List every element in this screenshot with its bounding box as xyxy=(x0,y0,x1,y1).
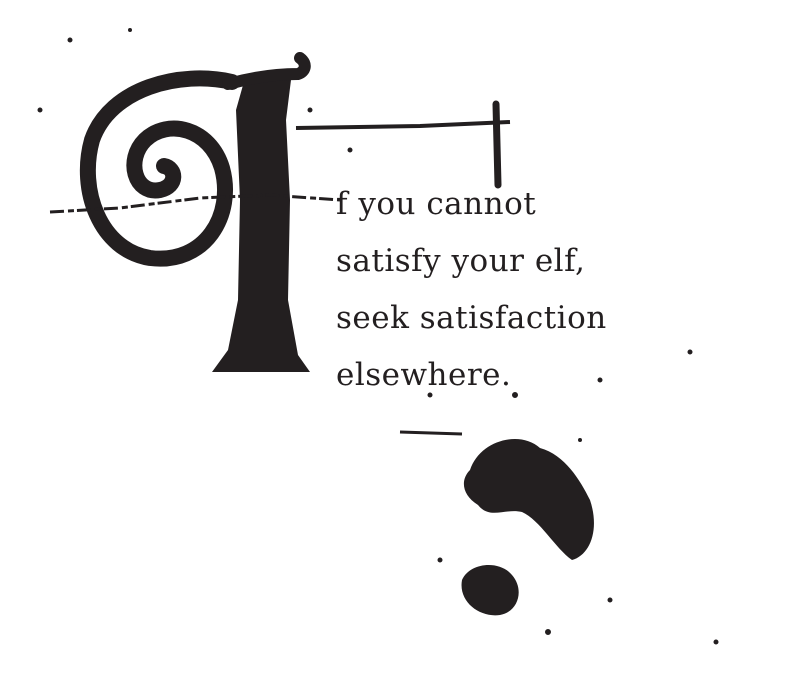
drop-cap-stem xyxy=(212,72,310,372)
ink-speck xyxy=(128,28,132,32)
drop-cap-top-bar xyxy=(222,52,311,90)
ruling-line-middle xyxy=(49,193,341,214)
verse-text: f you cannot satisfy your elf, seek sati… xyxy=(336,176,607,404)
ruling-line-top xyxy=(295,120,511,130)
ink-speck xyxy=(512,392,518,398)
ink-speck xyxy=(437,557,443,563)
ink-speck xyxy=(597,377,603,383)
ink-splatter-small xyxy=(461,564,519,616)
ink-speck xyxy=(427,392,433,398)
ink-speck xyxy=(347,147,353,153)
ruling-line-post xyxy=(492,100,502,189)
ink-speck xyxy=(607,597,613,603)
ink-speck xyxy=(37,107,43,113)
verse-line-2: satisfy your elf, xyxy=(336,243,586,279)
verse-line-4: elsewhere. xyxy=(336,357,512,393)
ink-speck xyxy=(67,37,73,43)
drop-cap-swirl xyxy=(79,70,240,267)
ruling-line-lower xyxy=(399,430,463,436)
verse-line-3: seek satisfaction xyxy=(336,300,607,336)
ink-speck xyxy=(687,349,693,355)
ink-splatter-large xyxy=(463,439,594,560)
ink-speck xyxy=(578,438,582,442)
ink-speck xyxy=(545,629,551,635)
ink-speck xyxy=(713,639,719,645)
ink-speck xyxy=(307,107,313,113)
verse-line-1: f you cannot xyxy=(336,186,537,222)
